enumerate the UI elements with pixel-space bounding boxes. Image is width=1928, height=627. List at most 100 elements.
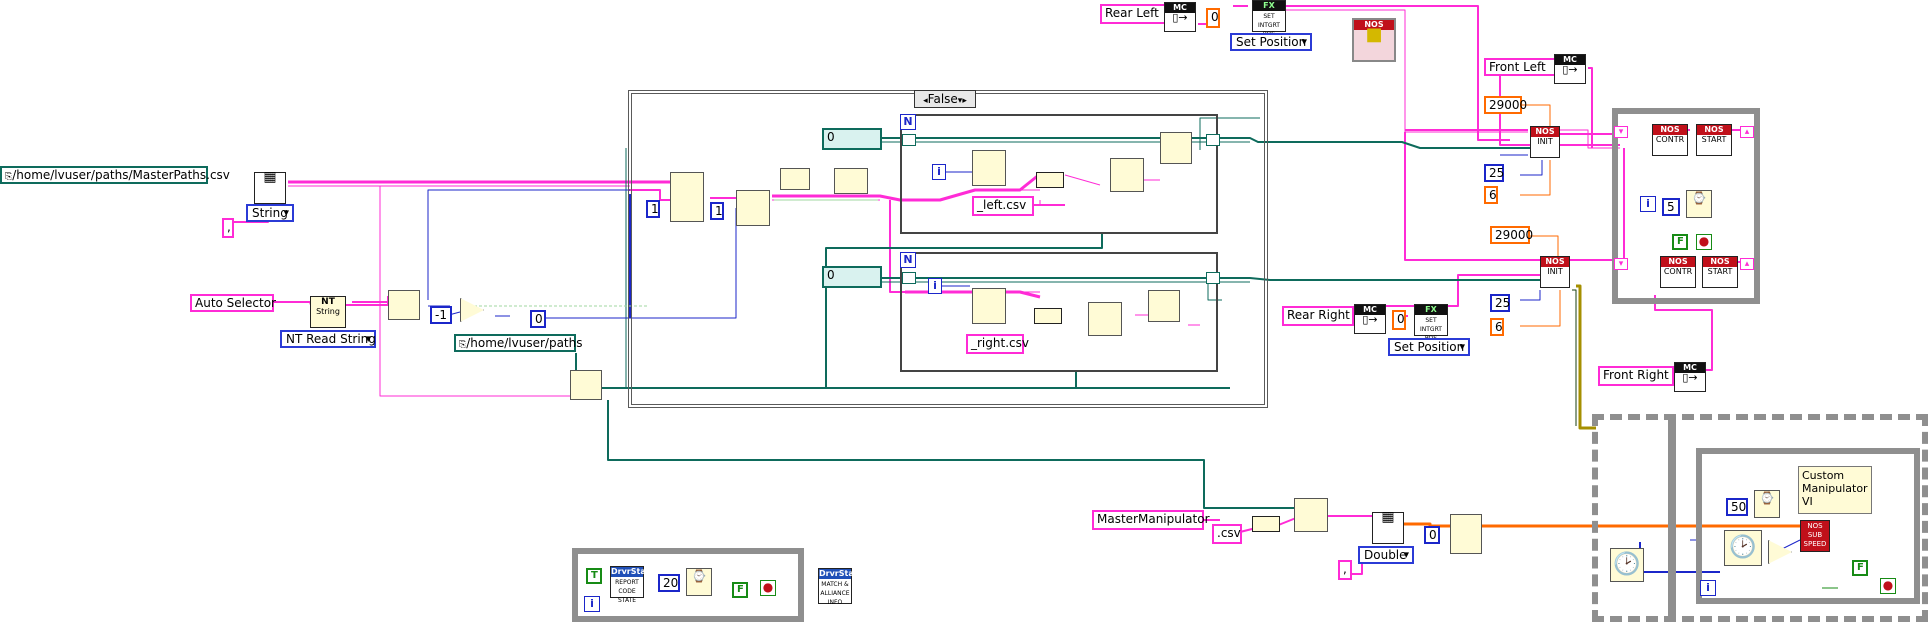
array-size-node[interactable] xyxy=(780,168,810,190)
upper-index-node[interactable] xyxy=(972,150,1006,186)
search-array-node[interactable] xyxy=(388,290,420,320)
match-alliance-info-vi[interactable]: DrvrSta MATCH & ALLIANCE INFO xyxy=(818,568,854,606)
upper-concat-node[interactable] xyxy=(1036,172,1064,188)
comma-b-text: , xyxy=(1343,562,1347,576)
neg-one-constant[interactable]: -1 xyxy=(430,306,452,324)
nos-start-vi-1[interactable]: NOS START xyxy=(1696,124,1732,156)
lower-i-text: i xyxy=(933,279,937,292)
nt-read-string-ring[interactable]: NT Read String xyxy=(280,330,376,348)
fx-set-position-vi-2[interactable]: FX SET INTGRT POS xyxy=(1414,304,1448,342)
nt-read-node[interactable]: NT String xyxy=(310,296,346,328)
mm-read-spreadsheet-node[interactable]: ▦ xyxy=(1372,510,1404,544)
lower-for-loop[interactable] xyxy=(900,252,1218,372)
comma-b-constant[interactable]: , xyxy=(1338,560,1352,580)
case-next-icon[interactable]: ▾▸ xyxy=(957,96,967,106)
25-b-constant[interactable]: 25 xyxy=(1490,294,1510,312)
mc-front-right-vi[interactable]: MC ▯→ xyxy=(1674,362,1706,392)
rear-left-constant[interactable]: Rear Left xyxy=(1100,4,1168,24)
auto-selector-text: Auto Selector xyxy=(195,296,276,310)
read-spreadsheet-node[interactable]: ▦ xyxy=(254,170,286,204)
nos-sub-speed-vi[interactable]: NOS SUB SPEED xyxy=(1800,520,1830,552)
rear-right-constant[interactable]: Rear Right xyxy=(1282,306,1354,326)
25-b-text: 25 xyxy=(1495,296,1511,310)
double-type-ring[interactable]: Double xyxy=(1358,546,1414,564)
mm-concat-node[interactable] xyxy=(1252,516,1280,532)
set-position-ring-2[interactable]: Set Position xyxy=(1388,338,1470,356)
nos-contr-vi-2[interactable]: NOS CONTR xyxy=(1660,256,1696,288)
nos-icon-block[interactable]: NOS ■ xyxy=(1352,18,1396,62)
29000-b-constant[interactable]: 29000 xyxy=(1490,226,1533,244)
motor-while-loop[interactable] xyxy=(1612,108,1760,304)
false-f-constant[interactable]: F xyxy=(1672,234,1688,250)
auto-selector-constant[interactable]: Auto Selector xyxy=(190,294,276,312)
tick-count-node[interactable]: 🕑 xyxy=(1610,548,1644,582)
home-paths-constant[interactable]: ⎘/home/lvuser/paths xyxy=(454,334,583,352)
nos-init-vi-1[interactable]: NOS INIT xyxy=(1530,126,1560,158)
25-a-constant[interactable]: 25 xyxy=(1484,164,1504,182)
index-array-node-1[interactable] xyxy=(670,172,704,222)
fx-set-position-vi-1[interactable]: FX SET INTGRT POS xyxy=(1252,0,1286,38)
stop-terminal-2: ● xyxy=(1880,578,1896,594)
index-array-node-2[interactable] xyxy=(736,190,770,226)
nos-init-vi-2[interactable]: NOS INIT xyxy=(1540,256,1570,288)
set-position-ring-1[interactable]: Set Position xyxy=(1230,33,1312,51)
master-paths-constant[interactable]: ⎘/home/lvuser/paths/MasterPaths.csv xyxy=(0,166,230,184)
mc-front-left-vi[interactable]: MC ▯→ xyxy=(1554,54,1586,84)
mm-index-node[interactable] xyxy=(1450,514,1482,554)
nos-head-init-2: NOS xyxy=(1541,257,1569,267)
lower-concat-node[interactable] xyxy=(1034,308,1062,324)
nos-contr-vi-1[interactable]: NOS CONTR xyxy=(1652,124,1688,156)
lower-build-array-node[interactable] xyxy=(1148,290,1180,322)
zero-left-constant[interactable]: 0 xyxy=(822,128,882,150)
report-code-state-vi[interactable]: DrvrSta REPORT CODE STATE xyxy=(610,566,646,604)
elapsed-tick-node[interactable]: 🕑 xyxy=(1724,530,1762,566)
wait-ms-node-2[interactable]: ⌚ xyxy=(1754,490,1780,518)
custom-manipulator-text: Custom Manipulator VI xyxy=(1802,469,1868,508)
nos-start-vi-2[interactable]: NOS START xyxy=(1702,256,1738,288)
left-csv-constant[interactable]: _left.csv xyxy=(972,196,1034,216)
mc-rear-left-vi[interactable]: MC ▯→ xyxy=(1164,2,1196,32)
build-path-node[interactable] xyxy=(570,370,602,400)
6-b-constant[interactable]: 6 xyxy=(1490,318,1504,336)
true-t-text: T xyxy=(591,570,598,581)
master-manipulator-constant[interactable]: MasterManipulator xyxy=(1092,510,1210,530)
twenty-constant[interactable]: 20 xyxy=(658,574,680,592)
zero-rr-constant[interactable]: 0 xyxy=(1392,310,1406,330)
upper-build-path-node[interactable] xyxy=(1110,158,1144,192)
upper-build-array-node[interactable] xyxy=(1160,132,1192,164)
29000-a-constant[interactable]: 29000 xyxy=(1484,96,1527,114)
case-prev-icon[interactable]: ◂ xyxy=(923,96,928,106)
case-selector[interactable]: ◂False▾▸ xyxy=(914,90,976,108)
index-one-b-text: 1 xyxy=(715,204,723,218)
driver-station-while-loop[interactable] xyxy=(572,548,804,622)
flat-sequence-frame[interactable] xyxy=(1592,414,1928,622)
front-left-constant[interactable]: Front Left xyxy=(1484,58,1556,76)
zero-mid-constant[interactable]: 0 xyxy=(530,310,546,328)
zero-right-constant[interactable]: 0 xyxy=(822,266,882,288)
right-csv-constant[interactable]: _right.csv xyxy=(966,334,1029,354)
wait-ms-node-3[interactable]: ⌚ xyxy=(686,568,712,596)
comma-constant[interactable]: , xyxy=(222,218,234,238)
index-one-b-constant[interactable]: 1 xyxy=(710,202,724,220)
wait-ms-node-1[interactable]: ⌚ xyxy=(1686,190,1712,218)
mm-build-path-node[interactable] xyxy=(1294,498,1328,532)
zero-dbl-constant[interactable]: 0 xyxy=(1424,526,1440,544)
lower-build-path-node[interactable] xyxy=(1088,302,1122,336)
csv-ext-constant[interactable]: .csv xyxy=(1212,524,1242,544)
string-type-ring[interactable]: String xyxy=(246,204,294,222)
lower-index-node[interactable] xyxy=(972,288,1006,324)
6-a-constant[interactable]: 6 xyxy=(1484,186,1498,204)
custom-manipulator-while-loop[interactable] xyxy=(1696,448,1920,604)
index-one-constant[interactable]: 1 xyxy=(646,200,660,218)
equal-compare-node[interactable] xyxy=(460,298,484,322)
array-node-3[interactable] xyxy=(834,168,868,194)
fifty-constant[interactable]: 50 xyxy=(1726,498,1748,516)
true-t-constant[interactable]: T xyxy=(586,568,602,584)
front-right-constant[interactable]: Front Right xyxy=(1598,366,1674,386)
false-bot-constant[interactable]: F xyxy=(732,582,748,598)
false-right-constant[interactable]: F xyxy=(1852,560,1868,576)
five-constant[interactable]: 5 xyxy=(1662,198,1680,216)
zero-rl-constant[interactable]: 0 xyxy=(1206,8,1220,28)
mc-rear-right-vi[interactable]: MC ▯→ xyxy=(1354,304,1386,334)
upper-for-loop[interactable] xyxy=(900,114,1218,234)
